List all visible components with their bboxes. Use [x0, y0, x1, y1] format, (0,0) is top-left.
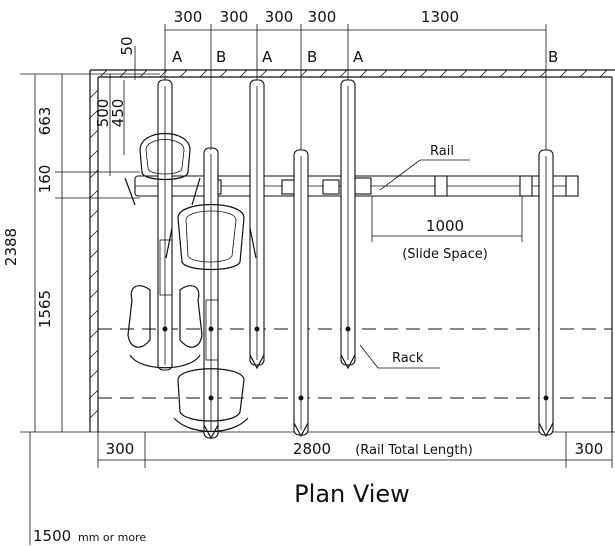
wall-outline — [89, 69, 615, 432]
bicycle-1 — [124, 132, 203, 369]
left-dim-160: 160 — [36, 165, 54, 194]
page-title: Plan View — [294, 480, 410, 508]
top-dim-5: 1300 — [421, 8, 459, 26]
top-dim-2: 300 — [220, 8, 249, 26]
rack-a-3 — [340, 79, 356, 370]
bottom-dimensions: 300 2800 (Rail Total Length) 300 1500 mm… — [29, 432, 613, 545]
left-dim-663: 663 — [36, 107, 54, 136]
clearance-value: 1500 — [33, 527, 71, 545]
rack-a-2 — [249, 79, 265, 370]
top-dim-3: 300 — [265, 8, 294, 26]
bottom-dim-right: 300 — [575, 440, 604, 458]
rail-label: Rail — [430, 144, 454, 159]
callouts: Rail Rack 1000 (Slide Space) — [359, 144, 523, 369]
top-dim-4: 300 — [308, 8, 337, 26]
rack-type-3: A — [262, 48, 273, 66]
rack-label: Rack — [392, 351, 424, 366]
fixing-dots — [162, 326, 549, 401]
top-dim-50: 50 — [118, 36, 136, 55]
slide-value: 1000 — [426, 217, 464, 235]
clearance-unit: mm or more — [78, 531, 146, 544]
rack-b-3 — [538, 149, 554, 438]
left-dim-1565: 1565 — [36, 290, 54, 328]
rack-type-2: B — [216, 48, 226, 66]
bottom-dim-left: 300 — [106, 440, 135, 458]
bicycle-2 — [165, 204, 257, 433]
rack-b-2 — [293, 149, 309, 438]
bottom-dim-note: (Rail Total Length) — [355, 443, 473, 458]
top-dimensions: 300 300 300 300 1300 A B A B A B 50 — [118, 8, 558, 150]
rail — [134, 175, 579, 197]
reference-dashed-lines — [20, 73, 615, 433]
rack-type-4: B — [307, 48, 317, 66]
rack-type-6: B — [548, 48, 558, 66]
bottom-dim-total: 2800 — [293, 440, 331, 458]
rack-b-1 — [203, 147, 219, 440]
rack-type-5: A — [353, 48, 364, 66]
left-dim-2388: 2388 — [2, 228, 20, 266]
left-dim-500: 500 — [94, 99, 112, 128]
left-dim-450: 450 — [109, 99, 127, 128]
left-dimensions: 2388 663 160 1565 500 450 — [2, 74, 140, 432]
top-dim-1: 300 — [174, 8, 203, 26]
rack-type-1: A — [172, 48, 183, 66]
slide-note: (Slide Space) — [402, 247, 488, 262]
